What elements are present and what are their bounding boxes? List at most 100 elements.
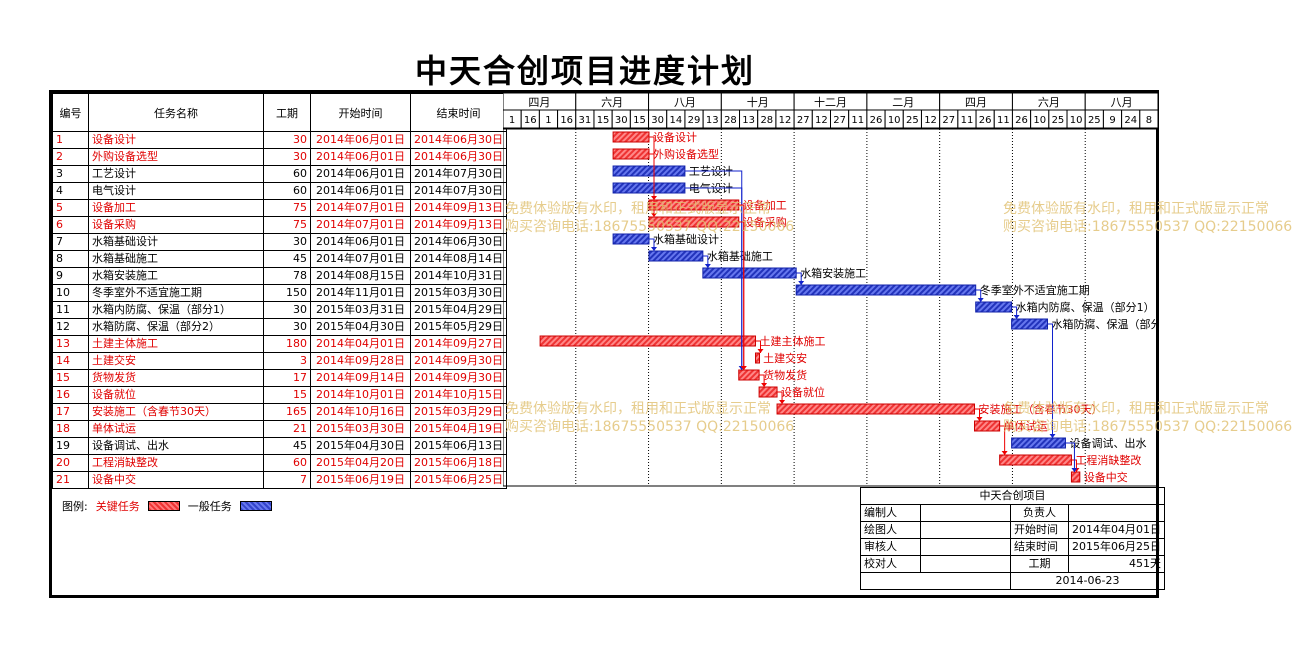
day-label: 29 — [688, 115, 701, 126]
task-end: 2015年06月25日 — [410, 471, 507, 489]
task-no: 8 — [52, 250, 89, 268]
start-value: 2014年04月01日 — [1068, 521, 1165, 539]
legend-normal-label: 一般任务 — [187, 500, 232, 513]
info-date: 2014-06-23 — [1010, 572, 1165, 590]
day-label: 12 — [815, 115, 828, 126]
task-name: 土建交安 — [88, 352, 264, 370]
task-duration: 75 — [263, 216, 311, 234]
task-name: 冬季室外不适宜施工期 — [88, 284, 264, 302]
task-bar — [648, 216, 740, 228]
task-start: 2014年06月01日 — [310, 182, 411, 200]
task-duration: 7 — [263, 471, 311, 489]
day-label: 25 — [1052, 115, 1065, 126]
task-start: 2014年06月01日 — [310, 131, 411, 149]
reviewer-value[interactable] — [920, 538, 1011, 556]
dependency-line — [649, 153, 655, 217]
dependency-arrow — [757, 349, 764, 353]
task-no: 7 — [52, 233, 89, 251]
dependency-arrow — [761, 383, 768, 387]
checker-value[interactable] — [920, 555, 1011, 573]
task-name: 安装施工（含春节30天） — [88, 403, 264, 421]
owner-value[interactable] — [1068, 504, 1165, 522]
task-end: 2014年06月30日 — [410, 131, 507, 149]
task-start: 2015年03月30日 — [310, 420, 411, 438]
dependency-line — [738, 221, 745, 370]
task-end: 2014年09月30日 — [410, 352, 507, 370]
task-no: 13 — [52, 335, 89, 353]
task-end: 2014年10月31日 — [410, 267, 507, 285]
day-label: 16 — [524, 115, 537, 126]
day-label: 24 — [1124, 115, 1137, 126]
task-duration: 60 — [263, 454, 311, 472]
task-no: 18 — [52, 420, 89, 438]
page-title: 中天合创项目进度计划 — [414, 52, 755, 90]
day-label: 15 — [597, 115, 610, 126]
task-bar — [702, 267, 797, 279]
owner-label: 负责人 — [1010, 504, 1069, 522]
task-bar-label: 水箱基础设计 — [653, 232, 719, 246]
task-start: 2015年06月19日 — [310, 471, 411, 489]
editor-label: 编制人 — [860, 504, 921, 522]
task-bar-label: 水箱内防腐、保温（部分1） — [1016, 300, 1155, 314]
task-bar — [999, 454, 1072, 466]
task-bar-label: 单体试运 — [1004, 419, 1048, 433]
header-end: 结束时间 — [410, 93, 507, 132]
end-label: 结束时间 — [1010, 538, 1069, 556]
day-label: 1 — [545, 115, 551, 126]
task-bar — [612, 148, 650, 160]
task-duration: 78 — [263, 267, 311, 285]
task-end: 2015年04月29日 — [410, 301, 507, 319]
editor-value[interactable] — [920, 504, 1011, 522]
task-bar — [612, 182, 686, 194]
day-label: 10 — [888, 115, 901, 126]
task-bar — [755, 352, 761, 364]
dependency-arrow — [651, 213, 657, 217]
task-duration: 30 — [263, 131, 311, 149]
task-bar — [975, 301, 1013, 313]
task-start: 2014年06月01日 — [310, 165, 411, 183]
task-duration: 180 — [263, 335, 311, 353]
task-bar-label: 设备调试、出水 — [1069, 436, 1146, 450]
dependency-arrow — [1049, 434, 1056, 438]
drawer-value[interactable] — [920, 521, 1011, 539]
task-duration: 150 — [263, 284, 311, 302]
task-no: 9 — [52, 267, 89, 285]
task-name: 水箱基础设计 — [88, 233, 264, 251]
duration-value: 451天 — [1068, 555, 1165, 573]
task-end: 2014年06月30日 — [410, 148, 507, 166]
task-no: 1 — [52, 131, 89, 149]
day-label: 1 — [509, 115, 515, 126]
task-bar-label: 设备采购 — [743, 215, 787, 229]
task-name: 设备中交 — [88, 471, 264, 489]
task-end: 2014年09月13日 — [410, 199, 507, 217]
checker-label: 校对人 — [860, 555, 921, 573]
month-label: 十二月 — [814, 95, 847, 109]
task-duration: 60 — [263, 165, 311, 183]
task-name: 外购设备选型 — [88, 148, 264, 166]
task-end: 2015年03月29日 — [410, 403, 507, 421]
task-name: 设备就位 — [88, 386, 264, 404]
